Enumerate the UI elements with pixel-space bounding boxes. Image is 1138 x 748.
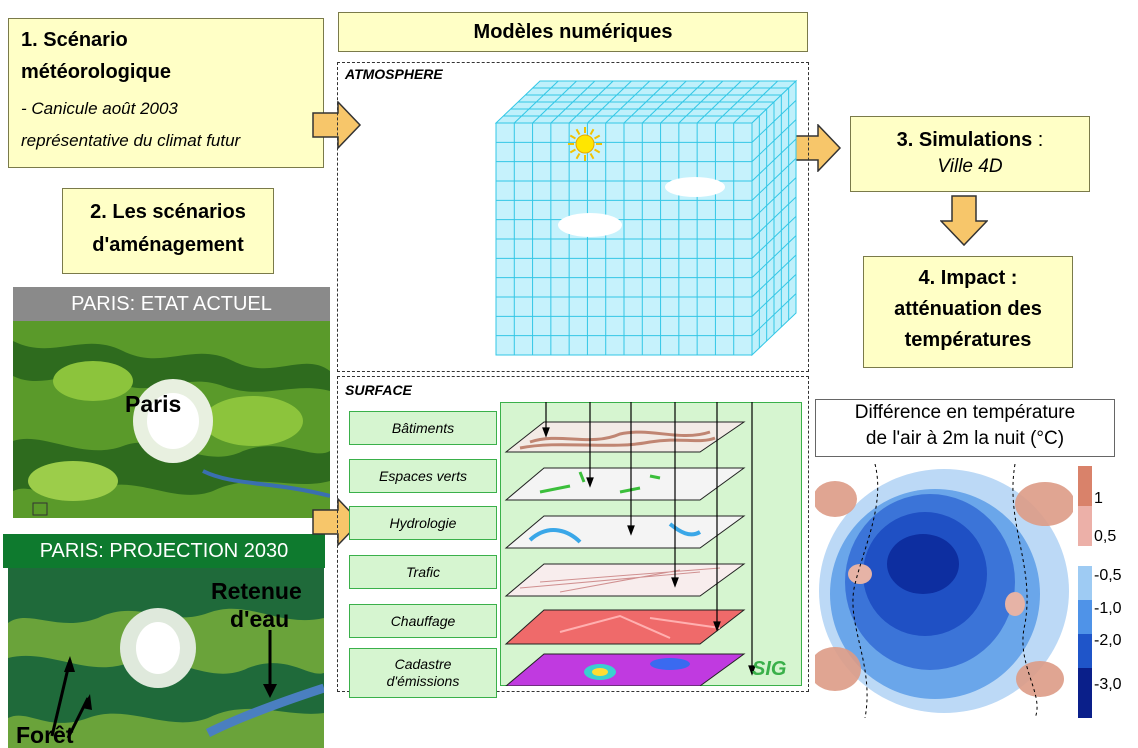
- atmosphere-panel: [337, 62, 809, 372]
- layer-plane-batiments: [504, 421, 746, 453]
- scenario-amenagement-line-2: d'aménagement: [92, 234, 244, 256]
- map-2030-reservoir-label-1: Retenue: [211, 578, 302, 604]
- layer-plane-chauffage: [504, 609, 746, 645]
- layer-label-chauffage: Chauffage: [349, 604, 497, 638]
- surface-panel: [337, 376, 809, 692]
- surface-label: SURFACE: [345, 382, 412, 398]
- layer-label-trafic: Trafic: [349, 555, 497, 589]
- diff-map-title-line-1: Différence en température: [854, 402, 1076, 423]
- legend-label-2: 0,5: [1094, 528, 1117, 545]
- map-2030: Retenue d'eau Forêt: [8, 568, 324, 748]
- surface-layers-stack: [504, 402, 756, 686]
- legend-label-3: -0,5: [1094, 567, 1122, 584]
- arrow-simulations-to-impact: [940, 195, 988, 247]
- legend-label-6: -3,0: [1094, 676, 1122, 693]
- legend-swatch: [1078, 506, 1092, 546]
- diff-map-title: Différence en température de l'air à 2m …: [815, 399, 1115, 457]
- map-2030-forest-label: Forêt: [16, 722, 74, 748]
- models-title: Modèles numériques: [338, 12, 808, 52]
- legend-label-4: -1,0: [1094, 600, 1122, 617]
- diff-map-image: [815, 464, 1073, 718]
- map-actuel: Paris: [13, 321, 330, 518]
- layer-label-cadastre: Cadastre d'émissions: [349, 648, 497, 698]
- legend-swatch: [1078, 634, 1092, 668]
- map-actuel-banner: PARIS: ETAT ACTUEL: [13, 287, 330, 321]
- diff-map-title-line-2: de l'air à 2m la nuit (°C): [865, 428, 1065, 449]
- map-2030-reservoir-label-2: d'eau: [230, 606, 290, 632]
- layer-plane-espaces-verts: [504, 467, 746, 501]
- map-2030-banner: PARIS: PROJECTION 2030: [3, 534, 325, 568]
- arrow-scenario-to-models: [312, 101, 362, 149]
- map-actuel-city-label: Paris: [125, 391, 182, 417]
- map-actuel-image: [13, 321, 330, 518]
- legend-label-1: 1: [1094, 490, 1103, 507]
- impact-line-1: 4. Impact :: [918, 267, 1018, 289]
- legend-swatch: [1078, 566, 1092, 600]
- scenario-meteo-title-1: 1. Scénario: [21, 29, 128, 51]
- scenario-meteo-sub-2: représentative du climat futur: [21, 131, 241, 150]
- simulations-sub: Ville 4D: [937, 156, 1003, 177]
- legend-label-5: -2,0: [1094, 632, 1122, 649]
- layer-label-espaces-verts: Espaces verts: [349, 459, 497, 493]
- simulations-title: 3. Simulations: [896, 129, 1033, 151]
- atmosphere-label: ATMOSPHERE: [345, 66, 443, 82]
- scenario-meteo-sub-1: - Canicule août 2003: [21, 99, 178, 118]
- scenario-amenagement-line-1: 2. Les scénarios: [90, 201, 246, 223]
- simulations-colon: :: [1032, 129, 1044, 151]
- arrow-models-to-simulations: [792, 124, 842, 172]
- impact-box: 4. Impact : atténuation des températures: [863, 256, 1073, 368]
- scenario-amenagement-box: 2. Les scénarios d'aménagement: [62, 188, 274, 274]
- atmosphere-grid-cube: [494, 79, 798, 357]
- scenario-meteo-title-2: météorologique: [21, 61, 172, 83]
- map-2030-image: [8, 568, 324, 748]
- layer-label-hydrologie: Hydrologie: [349, 506, 497, 540]
- impact-line-3: températures: [904, 329, 1032, 351]
- simulations-box: 3. Simulations : Ville 4D: [850, 116, 1090, 192]
- layer-plane-hydrologie: [504, 515, 746, 549]
- impact-line-2: atténuation des: [894, 298, 1042, 320]
- sig-label: SIG: [752, 658, 787, 680]
- layer-label-batiments: Bâtiments: [349, 411, 497, 445]
- legend-swatch: [1078, 466, 1092, 506]
- legend-swatch: [1078, 600, 1092, 634]
- legend-swatch: [1078, 668, 1092, 718]
- layer-plane-cadastre: [505, 653, 746, 686]
- scenario-meteo-box: 1. Scénario météorologique - Canicule ao…: [8, 18, 324, 168]
- diff-map-legend: [1078, 466, 1092, 718]
